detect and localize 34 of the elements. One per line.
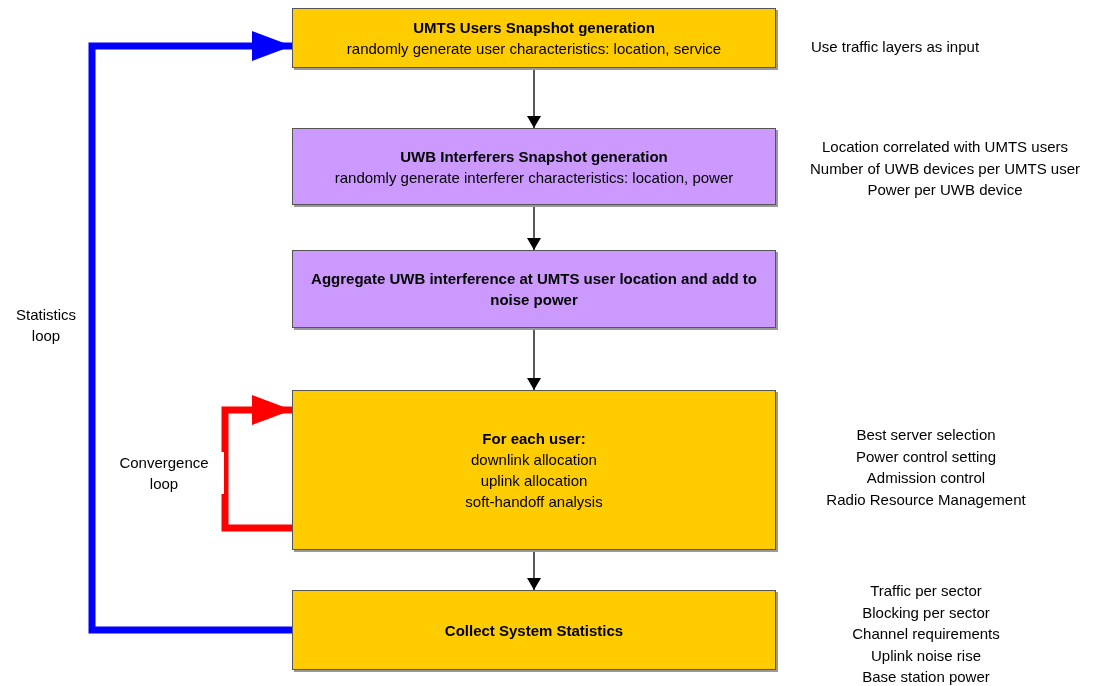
loop-arrow xyxy=(88,31,292,634)
side-note: Blocking per sector xyxy=(862,602,990,623)
process-box xyxy=(292,390,776,550)
box-text: randomly generate interferer characteristics: location, power xyxy=(334,167,734,188)
process-box xyxy=(292,590,776,670)
arrow xyxy=(527,204,541,251)
loop-arrow xyxy=(221,395,292,532)
box-heading: Aggregate UWB interference at UMTS user location and add to noise power xyxy=(310,269,758,310)
box-text: soft-handoff analysis xyxy=(465,492,603,512)
side-note: Admission control xyxy=(866,468,986,488)
arrow xyxy=(527,67,541,129)
arrow xyxy=(527,327,541,391)
process-box xyxy=(292,8,776,68)
side-note: Number of UWB devices per UMTS user xyxy=(809,158,1081,179)
side-note: Power control setting xyxy=(855,446,997,467)
box-heading: For each user: xyxy=(482,429,586,449)
side-note: Channel requirements xyxy=(852,624,1000,644)
box-heading: Collect System Statistics xyxy=(444,620,624,641)
box-text: randomly generate user characteristics: location, service xyxy=(346,39,722,59)
side-note: Use traffic layers as input xyxy=(810,37,980,57)
side-note: Uplink noise rise xyxy=(870,645,981,666)
side-note: Best server selection xyxy=(856,425,996,445)
arrow xyxy=(527,549,541,591)
box-text: downlink allocation xyxy=(471,450,597,470)
side-note: Radio Resource Management xyxy=(826,489,1026,510)
side-note: Location correlated with UMTS users xyxy=(822,137,1068,157)
process-box xyxy=(292,250,776,328)
side-note: Traffic per sector xyxy=(870,581,982,601)
box-heading: UMTS Users Snapshot generation xyxy=(413,18,655,38)
side-note: Base station power xyxy=(862,667,990,686)
side-note: Power per UWB device xyxy=(867,180,1023,200)
box-text: uplink allocation xyxy=(480,471,588,491)
process-box xyxy=(292,128,776,205)
box-heading: UWB Interferers Snapshot generation xyxy=(400,146,668,167)
